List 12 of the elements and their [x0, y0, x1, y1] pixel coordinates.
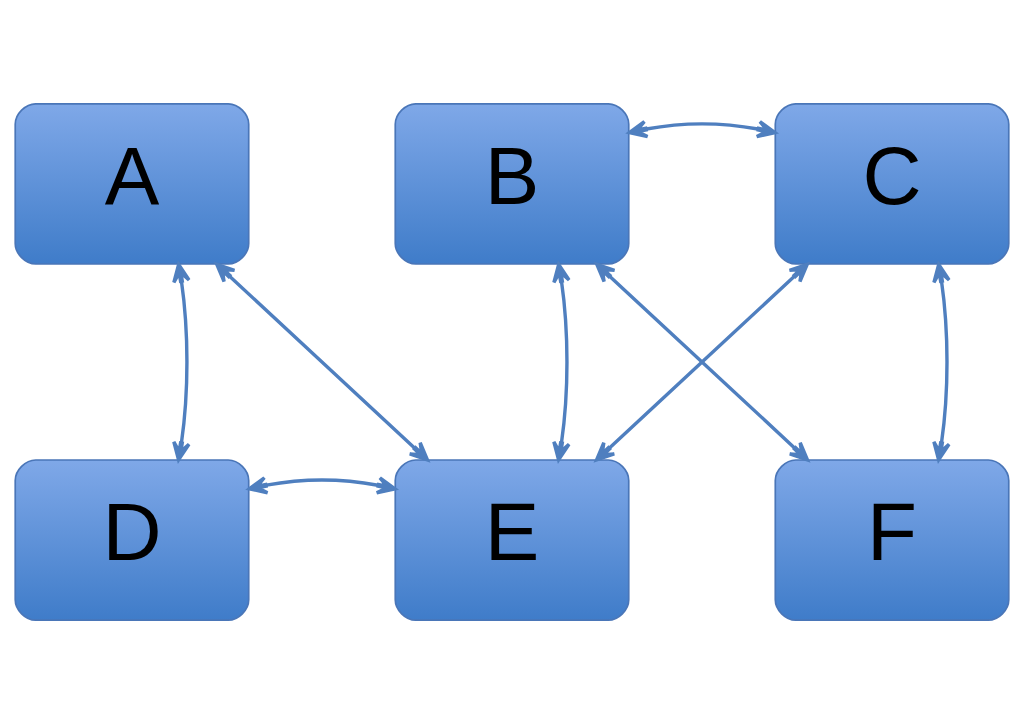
- node-box: B: [394, 102, 630, 265]
- arrow: [215, 262, 430, 462]
- node-box: D: [14, 458, 250, 621]
- arrow: [247, 475, 397, 494]
- node-box: E: [394, 458, 630, 621]
- node-box: C: [774, 102, 1010, 265]
- arrow: [172, 262, 191, 462]
- arrow: [932, 262, 951, 462]
- node-box: F: [774, 458, 1010, 621]
- node-box: A: [14, 102, 250, 265]
- arrow: [627, 119, 777, 138]
- arrow: [552, 262, 571, 462]
